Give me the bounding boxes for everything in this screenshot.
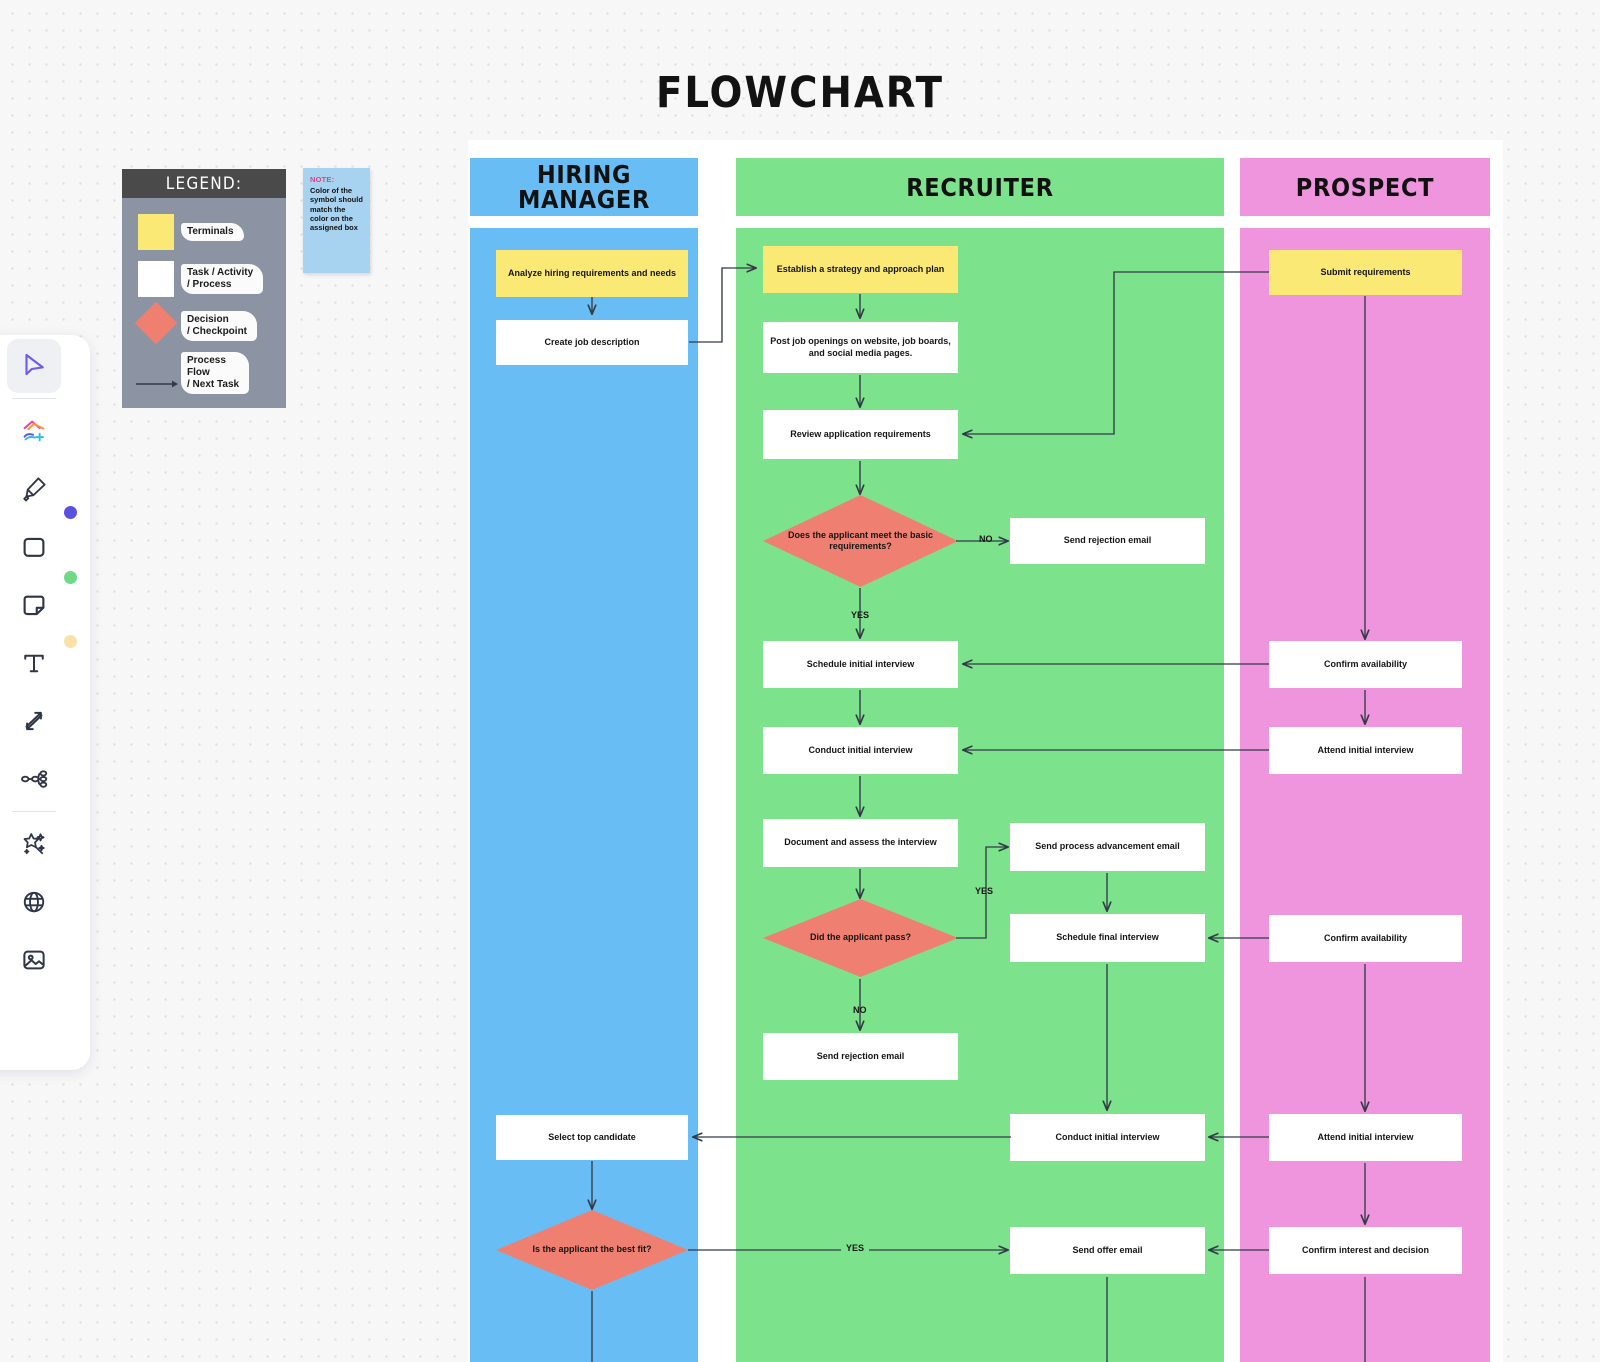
node-submit-requirements[interactable]: Submit requirements [1269,250,1462,295]
sticky-note-icon [19,590,49,620]
lane-header-prospect: PROSPECT [1240,158,1490,216]
node-analyze-hiring-requirements[interactable]: Analyze hiring requirements and needs [496,250,688,297]
mindmap-tool[interactable] [7,752,61,806]
tool-color-dot-purple[interactable] [64,506,77,519]
node-did-applicant-pass[interactable]: Did the applicant pass? [763,899,958,977]
node-confirm-availability-1[interactable]: Confirm availability [1269,641,1462,688]
legend-row-flow: Process Flow / Next Task [122,349,286,396]
embed-web-tool[interactable] [7,875,61,929]
legend-label-task: Task / Activity / Process [187,266,254,290]
node-is-applicant-best-fit[interactable]: Is the applicant the best fit? [496,1210,688,1290]
node-document-assess-interview[interactable]: Document and assess the interview [763,819,958,867]
page-title: FLOWCHART [655,68,945,118]
double-arrow-icon [19,706,49,736]
node-send-rejection-email-1[interactable]: Send rejection email [1010,518,1205,564]
toolbar-divider-top [12,398,56,399]
edge-label-yes-1: YES [851,610,870,620]
lane-header-label-hiring-manager: HIRING MANAGER [517,160,651,214]
legend-row-task: Task / Activity / Process [122,255,286,302]
edge-label-yes-3: YES [841,1243,870,1253]
legend-panel: LEGEND: Terminals Task / Activity / Proc… [122,169,286,408]
edge-label-no-2: NO [853,1005,867,1015]
node-send-process-advancement-email[interactable]: Send process advancement email [1010,823,1205,871]
node-establish-strategy-plan[interactable]: Establish a strategy and approach plan [763,246,958,293]
legend-row-decision: Decision / Checkpoint [122,301,286,349]
image-tool[interactable] [7,933,61,987]
highlighter-icon [19,474,49,504]
node-post-job-openings[interactable]: Post job openings on website, job boards… [763,322,958,373]
node-schedule-final-interview[interactable]: Schedule final interview [1010,914,1205,962]
tool-color-dot-yellow[interactable] [64,635,77,648]
lane-header-label-recruiter: RECRUITER [906,172,1054,202]
node-conduct-initial-interview-1[interactable]: Conduct initial interview [763,727,958,774]
text-t-icon [19,648,49,678]
node-create-job-description[interactable]: Create job description [496,320,688,365]
legend-swatch-yellow-square [138,213,174,250]
node-send-offer-email[interactable]: Send offer email [1010,1227,1205,1274]
image-icon [19,945,49,975]
node-conduct-initial-interview-2[interactable]: Conduct initial interview [1010,1114,1205,1161]
sticky-note-color-rule[interactable]: NOTE: Color of the symbol should match t… [303,168,370,273]
globe-icon [19,887,49,917]
lane-body-prospect [1240,228,1490,1362]
tool-color-dot-green[interactable] [64,571,77,584]
connector-tool[interactable] [7,694,61,748]
lane-body-recruiter [736,228,1224,1362]
node-does-applicant-meet-requirements[interactable]: Does the applicant meet the basic requir… [763,495,958,587]
legend-swatch-white-square [138,260,174,297]
legend-label-decision: Decision / Checkpoint [187,313,248,337]
mindmap-icon [19,764,49,794]
legend-swatch-arrow [136,367,178,387]
note-label: NOTE: [310,175,335,184]
lane-header-recruiter: RECRUITER [736,158,1224,216]
node-attend-initial-interview-2[interactable]: Attend initial interview [1269,1114,1462,1161]
legend-row-terminals: Terminals [122,208,286,255]
node-schedule-initial-interview[interactable]: Schedule initial interview [763,641,958,688]
node-review-application-requirements[interactable]: Review application requirements [763,410,958,459]
cursor-select-tool[interactable] [7,339,61,393]
highlighter-tool[interactable] [7,462,61,516]
sticky-note-tool[interactable] [7,578,61,632]
lane-header-label-prospect: PROSPECT [1295,172,1435,202]
legend-body: Terminals Task / Activity / Process Deci… [122,198,286,408]
shapes-library-tool[interactable] [7,404,61,458]
legend-title: LEGEND: [165,173,243,194]
shape-rectangle-tool[interactable] [7,520,61,574]
edge-label-no-1: NO [979,534,993,544]
ai-magic-tool[interactable] [7,817,61,871]
legend-label-flow: Process Flow / Next Task [187,354,240,390]
left-toolbar[interactable] [0,335,90,1070]
cursor-icon [19,351,49,381]
node-attend-initial-interview-1[interactable]: Attend initial interview [1269,727,1462,774]
node-select-top-candidate[interactable]: Select top candidate [496,1115,688,1160]
node-send-rejection-email-2[interactable]: Send rejection email [763,1033,958,1080]
legend-swatch-red-diamond [134,301,178,344]
node-confirm-interest-decision[interactable]: Confirm interest and decision [1269,1227,1462,1274]
node-confirm-availability-2[interactable]: Confirm availability [1269,915,1462,962]
shapes-plus-icon [18,415,50,447]
lane-header-hiring-manager: HIRING MANAGER [470,158,698,216]
rounded-square-icon [19,532,49,562]
legend-title-bar: LEGEND: [122,169,286,198]
edge-label-yes-2: YES [975,886,994,896]
text-tool[interactable] [7,636,61,690]
toolbar-divider-bottom [12,811,56,812]
note-text: Color of the symbol should match the col… [310,186,363,233]
lane-body-hiring-manager [470,228,698,1362]
magic-wand-icon [19,829,49,859]
legend-label-terminals: Terminals [187,225,234,237]
